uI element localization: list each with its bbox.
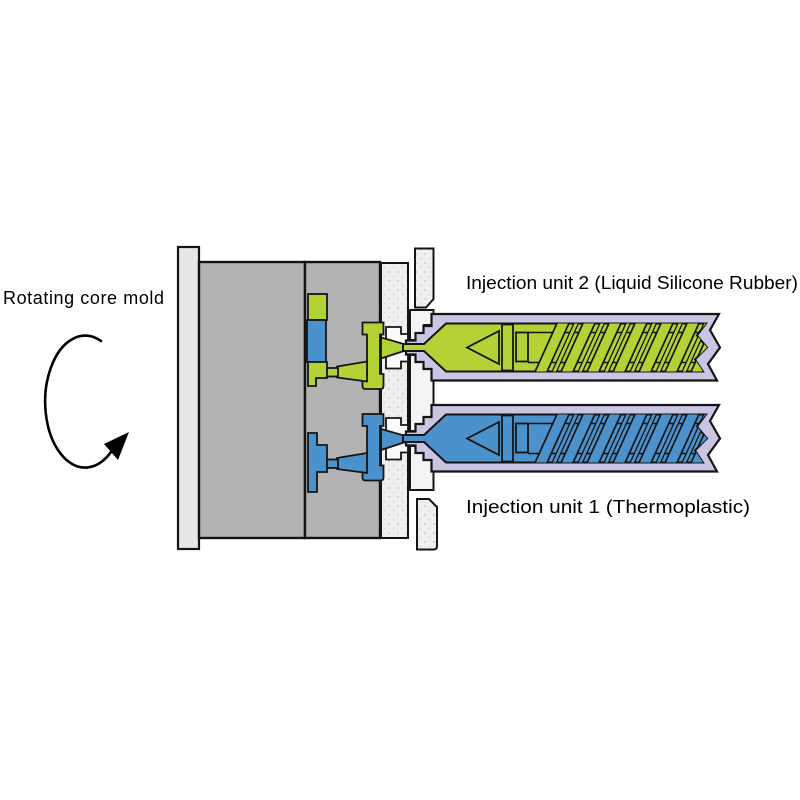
molded-part-station-2 [306,293,328,387]
mold-assembly [176,245,438,551]
stationary-platen-plate [380,262,409,539]
rotating-core-label-group: Rotating core mold [3,288,164,469]
lsr-overmold-bottom [307,361,328,387]
molded-part-station-1 [307,432,328,493]
platen-bottom-bar [416,498,438,551]
injection-unit-2-label: Injection unit 2 (Liquid Silicone Rubber… [466,273,798,293]
injection-unit-2-barrel-screw [403,314,736,381]
injection-unit-1-label: Injection unit 1 (Thermoplastic) [466,497,750,517]
moving-platen-plate [176,245,201,551]
thermoplastic-core-insert [306,319,327,363]
rotation-arrow-icon [43,334,129,469]
rotating-core-mold-label: Rotating core mold [3,288,164,308]
mold-block-left [197,260,307,540]
thermoplastic-first-shot-part [307,432,328,493]
lsr-overmold-top [307,293,328,321]
injection-unit-1-barrel-screw [403,405,736,472]
platen-top-bar [414,247,435,309]
